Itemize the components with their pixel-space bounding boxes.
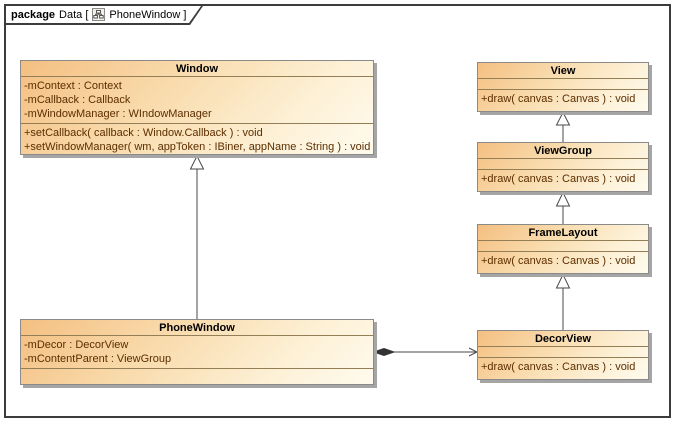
class-window-operations: +setCallback( callback : Window.Callback…: [21, 123, 373, 156]
class-framelayout[interactable]: FrameLayout +draw( canvas : Canvas ) : v…: [477, 224, 649, 274]
class-framelayout-name: FrameLayout: [528, 227, 598, 239]
class-window-name: Window: [175, 63, 219, 75]
class-decorview-operations: +draw( canvas : Canvas ) : void: [478, 357, 648, 376]
class-phonewindow-attributes: -mDecor : DecorView -mContentParent : Vi…: [21, 335, 373, 368]
class-window[interactable]: Window -mContext : Context -mCallback : …: [20, 60, 374, 155]
operation-line: +draw( canvas : Canvas ) : void: [481, 173, 636, 185]
class-viewgroup[interactable]: ViewGroup +draw( canvas : Canvas ) : voi…: [477, 142, 649, 192]
class-phonewindow-name: PhoneWindow: [159, 322, 235, 334]
class-viewgroup-name: ViewGroup: [534, 145, 592, 157]
class-view-attributes: [478, 78, 648, 89]
attribute-line: -mContentParent : ViewGroup: [24, 353, 172, 365]
class-diagram-icon: [92, 8, 105, 21]
frame-title: PhoneWindow ]: [109, 8, 187, 21]
class-window-attributes: -mContext : Context -mCallback : Callbac…: [21, 76, 373, 123]
class-viewgroup-attributes: [478, 158, 648, 169]
class-framelayout-operations: +draw( canvas : Canvas ) : void: [478, 251, 648, 270]
class-phonewindow-operations: [21, 368, 373, 383]
class-view-operations: +draw( canvas : Canvas ) : void: [478, 89, 648, 108]
operation-line: +draw( canvas : Canvas ) : void: [481, 361, 636, 373]
frame-keyword: package: [11, 8, 56, 21]
class-view-name: View: [550, 65, 576, 77]
operation-line: +setWindowManager( wm, appToken : IBiner…: [24, 141, 371, 153]
class-decorview-attributes: [478, 346, 648, 357]
frame-context: Data [: [59, 8, 89, 21]
class-framelayout-attributes: [478, 240, 648, 251]
operation-line: +draw( canvas : Canvas ) : void: [481, 93, 636, 105]
operation-line: +setCallback( callback : Window.Callback…: [24, 127, 263, 139]
class-decorview[interactable]: DecorView +draw( canvas : Canvas ) : voi…: [477, 330, 649, 380]
frame-tab-label: package Data [ PhoneWindow ]: [6, 6, 201, 23]
class-viewgroup-operations: +draw( canvas : Canvas ) : void: [478, 169, 648, 188]
operation-line: +draw( canvas : Canvas ) : void: [481, 255, 636, 267]
frame-tab: package Data [ PhoneWindow ]: [6, 6, 203, 25]
class-decorview-name: DecorView: [534, 333, 592, 345]
attribute-line: -mWindowManager : WIndowManager: [24, 108, 212, 120]
class-phonewindow[interactable]: PhoneWindow -mDecor : DecorView -mConten…: [20, 319, 374, 385]
attribute-line: -mContext : Context: [24, 80, 122, 92]
class-view[interactable]: View +draw( canvas : Canvas ) : void: [477, 62, 649, 112]
attribute-line: -mDecor : DecorView: [24, 339, 129, 351]
attribute-line: -mCallback : Callback: [24, 94, 131, 106]
